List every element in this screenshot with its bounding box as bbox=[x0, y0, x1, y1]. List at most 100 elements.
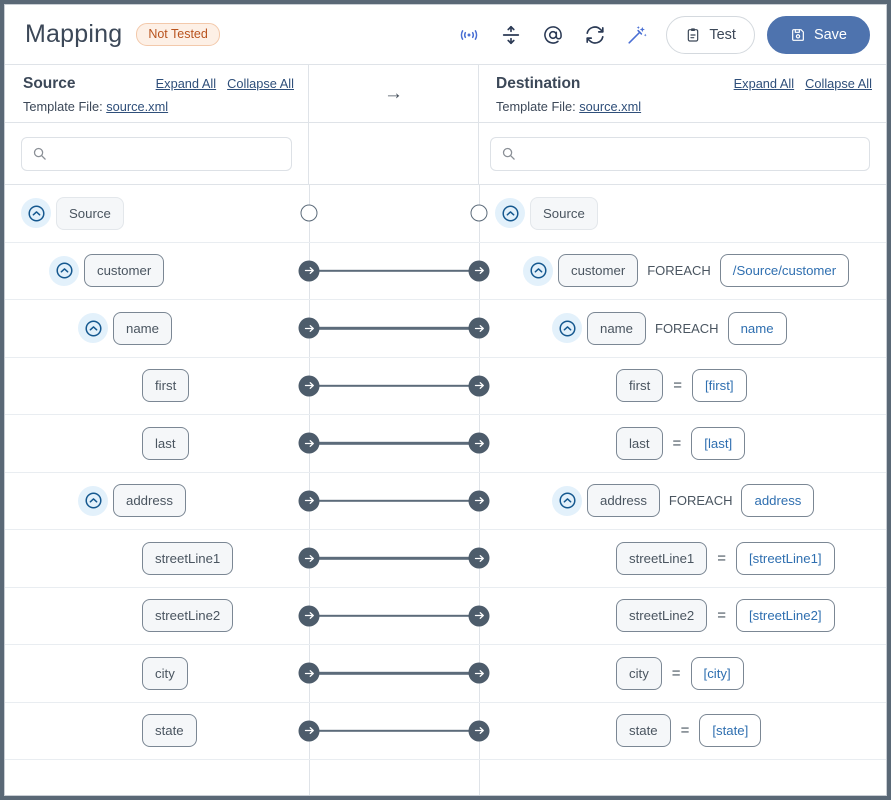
destination-connector-arrow-icon[interactable] bbox=[468, 662, 490, 684]
chevron-up-circle-icon[interactable] bbox=[495, 198, 525, 229]
source-node-chip[interactable]: name bbox=[113, 311, 172, 345]
destination-expression-chip[interactable]: [streetLine1] bbox=[736, 541, 835, 575]
refresh-icon[interactable] bbox=[584, 24, 606, 46]
destination-connector-arrow-icon[interactable] bbox=[468, 720, 490, 742]
source-connector-arrow-icon[interactable] bbox=[298, 490, 320, 512]
source-connector-arrow-icon[interactable] bbox=[298, 720, 320, 742]
search-icon bbox=[502, 147, 515, 160]
source-connector-arrow-icon[interactable] bbox=[298, 662, 320, 684]
broadcast-icon[interactable] bbox=[458, 24, 480, 46]
app-header: Mapping Not Tested bbox=[5, 5, 886, 65]
search-icon bbox=[33, 147, 46, 160]
destination-node-chip[interactable]: streetLine1 bbox=[616, 541, 708, 575]
destination-expression-chip[interactable]: [first] bbox=[692, 369, 747, 403]
destination-expression-chip[interactable]: [last] bbox=[691, 426, 746, 460]
magic-wand-icon[interactable] bbox=[626, 24, 648, 46]
source-expand-all-link[interactable]: Expand All bbox=[155, 76, 217, 91]
source-node-group: Source bbox=[21, 196, 124, 230]
mapping-row: address address FOREACH address bbox=[5, 473, 886, 530]
source-node-cell: city bbox=[5, 645, 309, 702]
destination-node-chip[interactable]: customer bbox=[558, 254, 639, 288]
destination-search-input[interactable] bbox=[524, 146, 859, 161]
source-connector-arrow-icon[interactable] bbox=[298, 317, 320, 339]
destination-panel-title: Destination bbox=[496, 75, 581, 92]
destination-node-cell: customer FOREACH/Source/customer bbox=[479, 243, 886, 300]
source-node-chip[interactable]: first bbox=[142, 369, 190, 403]
connector-cell bbox=[298, 588, 490, 645]
chevron-up-circle-icon[interactable] bbox=[552, 485, 582, 516]
save-button[interactable]: Save bbox=[766, 15, 870, 54]
destination-node-cell: state=[state] bbox=[479, 703, 886, 760]
chevron-up-circle-icon[interactable] bbox=[21, 198, 51, 229]
at-icon[interactable] bbox=[542, 24, 564, 46]
source-template-file-link[interactable]: source.xml bbox=[106, 99, 169, 114]
source-connector-arrow-icon[interactable] bbox=[298, 547, 320, 569]
test-button[interactable]: Test bbox=[666, 15, 755, 54]
destination-node-chip[interactable]: Source bbox=[530, 196, 598, 230]
destination-expression-chip[interactable]: /Source/customer bbox=[719, 254, 850, 288]
source-node-chip[interactable]: Source bbox=[56, 196, 124, 230]
destination-connector-arrow-icon[interactable] bbox=[468, 490, 490, 512]
source-connector-arrow-icon[interactable] bbox=[298, 605, 320, 627]
destination-node-chip[interactable]: first bbox=[616, 369, 664, 403]
destination-node-head: last bbox=[581, 426, 663, 460]
foreach-operator: FOREACH bbox=[655, 320, 719, 336]
destination-node-chip[interactable]: address bbox=[587, 484, 660, 518]
source-node-chip[interactable]: streetLine2 bbox=[142, 599, 234, 633]
chevron-up-circle-icon[interactable] bbox=[552, 313, 582, 344]
destination-template-file-link[interactable]: source.xml bbox=[579, 99, 642, 114]
destination-node-group: streetLine2=[streetLine2] bbox=[581, 599, 835, 633]
destination-expand-all-link[interactable]: Expand All bbox=[733, 76, 795, 91]
source-connector-arrow-icon[interactable] bbox=[298, 260, 320, 282]
source-search-box[interactable] bbox=[21, 136, 292, 171]
destination-expression-chip[interactable]: [streetLine2] bbox=[736, 599, 835, 633]
destination-connector-arrow-icon[interactable] bbox=[468, 317, 490, 339]
source-collapse-all-link[interactable]: Collapse All bbox=[227, 76, 294, 91]
destination-expression-chip[interactable]: [city] bbox=[690, 656, 744, 690]
source-search-cell bbox=[5, 123, 309, 184]
source-connector-arrow-icon[interactable] bbox=[298, 432, 320, 454]
source-node-chip[interactable]: customer bbox=[84, 254, 165, 288]
foreach-operator: FOREACH bbox=[647, 263, 711, 279]
foreach-operator: FOREACH bbox=[668, 493, 733, 509]
destination-node-cell: name FOREACH name bbox=[479, 300, 886, 357]
destination-node-chip[interactable]: name bbox=[587, 311, 646, 345]
destination-connector-arrow-icon[interactable] bbox=[468, 375, 490, 397]
destination-node-chip[interactable]: streetLine2 bbox=[616, 599, 708, 633]
mapping-link-line bbox=[315, 729, 473, 732]
destination-expression-chip[interactable]: address bbox=[741, 484, 815, 518]
destination-node-head: state bbox=[581, 714, 671, 748]
chevron-up-circle-icon[interactable] bbox=[78, 313, 108, 344]
destination-node-group: address FOREACH address bbox=[552, 484, 815, 518]
destination-connector-arrow-icon[interactable] bbox=[468, 260, 490, 282]
mapping-row: customer customer FOREACH/Source/customer bbox=[5, 243, 886, 300]
source-connector-arrow-icon[interactable] bbox=[298, 375, 320, 397]
destination-node-chip[interactable]: state bbox=[616, 714, 671, 748]
destination-search-cell bbox=[479, 123, 886, 184]
source-node-chip[interactable]: address bbox=[113, 484, 186, 518]
chevron-up-circle-icon[interactable] bbox=[523, 255, 553, 286]
destination-connector-arrow-icon[interactable] bbox=[468, 605, 490, 627]
source-node-cell: address bbox=[5, 473, 309, 530]
source-node-chip[interactable]: city bbox=[142, 656, 188, 690]
source-node-chip[interactable]: streetLine1 bbox=[142, 541, 234, 575]
source-connector-circle[interactable] bbox=[300, 204, 318, 222]
destination-node-head: address bbox=[552, 484, 660, 518]
destination-node-chip[interactable]: city bbox=[616, 656, 662, 690]
source-node-chip[interactable]: state bbox=[142, 714, 197, 748]
destination-expression-chip[interactable]: name bbox=[727, 311, 787, 345]
source-search-input[interactable] bbox=[55, 146, 281, 161]
source-node-cell: first bbox=[5, 358, 309, 415]
source-node-chip[interactable]: last bbox=[142, 426, 189, 460]
destination-connector-arrow-icon[interactable] bbox=[468, 547, 490, 569]
destination-search-box[interactable] bbox=[490, 136, 870, 171]
chevron-up-circle-icon[interactable] bbox=[49, 255, 79, 286]
split-icon[interactable] bbox=[500, 24, 522, 46]
destination-connector-arrow-icon[interactable] bbox=[468, 432, 490, 454]
destination-connector-circle[interactable] bbox=[470, 204, 488, 222]
destination-node-chip[interactable]: last bbox=[616, 426, 663, 460]
destination-collapse-all-link[interactable]: Collapse All bbox=[805, 76, 872, 91]
destination-expression-chip[interactable]: [state] bbox=[699, 714, 762, 748]
chevron-up-circle-icon[interactable] bbox=[78, 485, 108, 516]
